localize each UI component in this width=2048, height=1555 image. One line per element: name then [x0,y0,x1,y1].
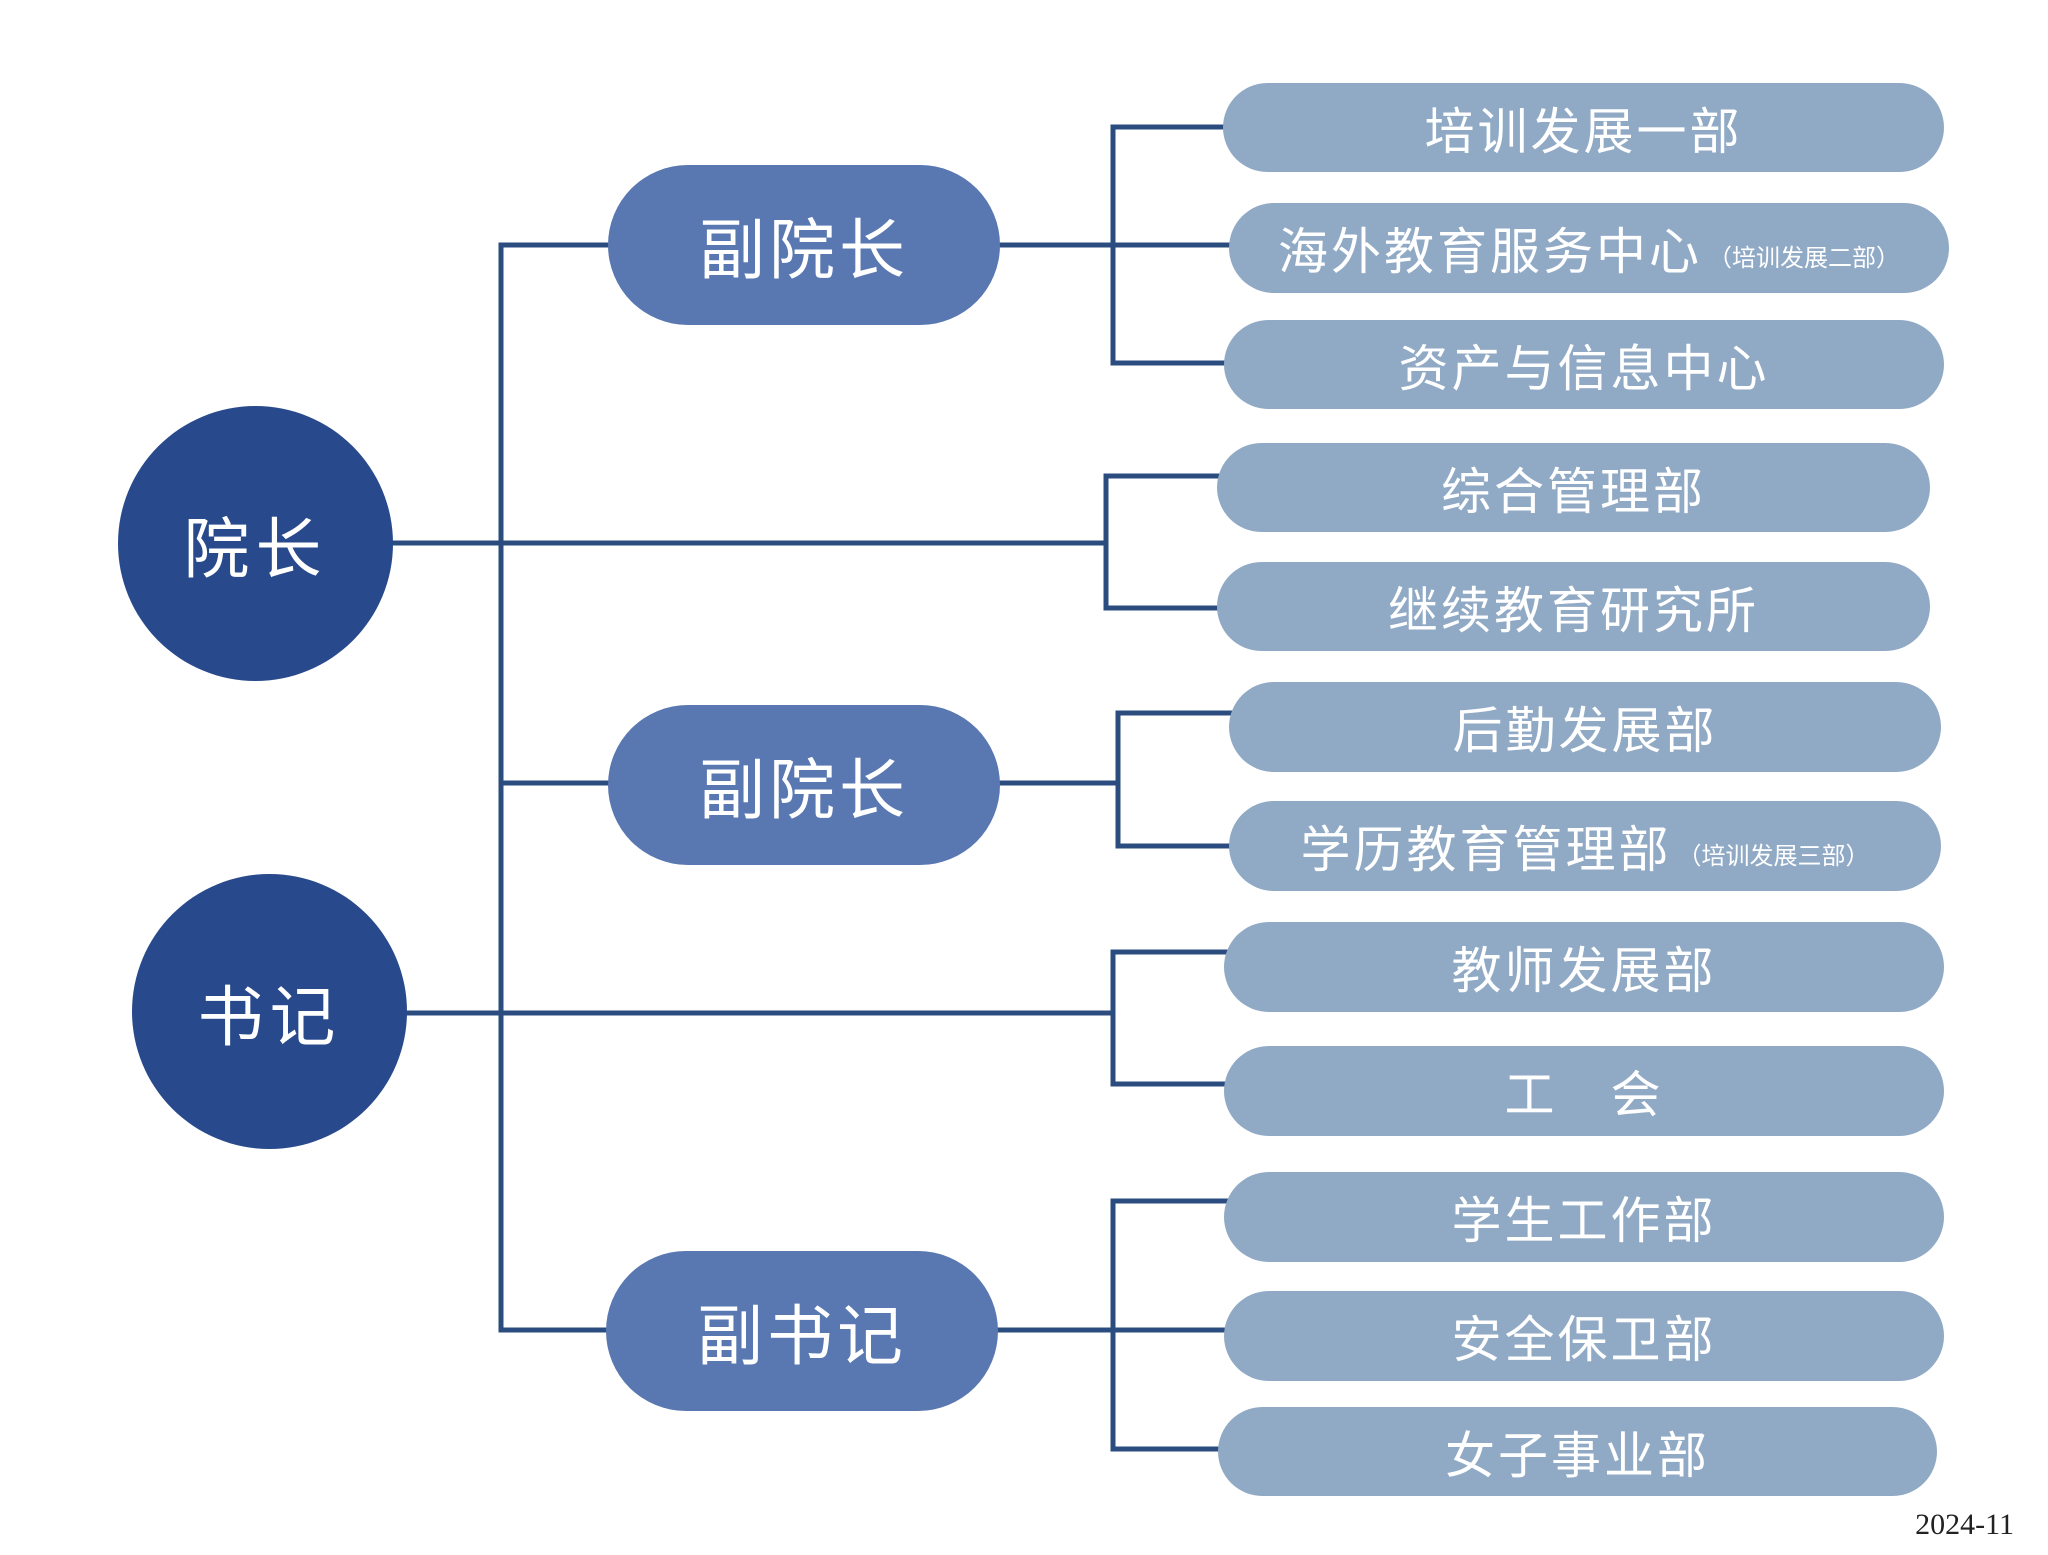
dept-labor-union[interactable]: 工 会 [1224,1046,1944,1136]
node-secretary[interactable]: 书记 [132,874,407,1149]
node-deputy-secretary-label: 副书记 [697,1298,907,1375]
dept-student-affairs[interactable]: 学生工作部 [1224,1172,1944,1262]
dept-overseas-education-center[interactable]: 海外教育服务中心 （培训发展二部） [1229,203,1949,293]
dept-label: 学历教育管理部 [1300,821,1672,879]
dept-women-affairs[interactable]: 女子事业部 [1218,1407,1937,1496]
node-vice-president-1[interactable]: 副院长 [608,165,1000,325]
dept-label: 教师发展部 [1451,942,1717,1000]
dept-label: 综合管理部 [1441,462,1706,521]
dept-label: 培训发展一部 [1424,102,1743,161]
node-vice-president-1-label: 副院长 [699,212,909,289]
node-deputy-secretary[interactable]: 副书记 [606,1251,998,1411]
dept-note: （培训发展三部） [1677,841,1870,870]
dept-continuing-education-institute[interactable]: 继续教育研究所 [1217,562,1930,651]
dept-label: 海外教育服务中心 [1278,223,1702,281]
dept-label: 资产与信息中心 [1398,339,1770,398]
node-vice-president-2[interactable]: 副院长 [608,705,1000,865]
dept-academic-education-management[interactable]: 学历教育管理部 （培训发展三部） [1229,801,1941,891]
node-president[interactable]: 院长 [118,406,393,681]
dept-label: 安全保卫部 [1451,1311,1717,1369]
dept-assets-info-center[interactable]: 资产与信息中心 [1224,320,1944,409]
dept-label: 女子事业部 [1445,1426,1710,1485]
node-secretary-label: 书记 [197,978,342,1056]
dept-label: 工 会 [1504,1066,1664,1124]
dept-label: 后勤发展部 [1452,702,1718,760]
dept-general-management[interactable]: 综合管理部 [1217,443,1930,532]
dept-training-dev-1[interactable]: 培训发展一部 [1223,83,1944,172]
dept-teacher-development[interactable]: 教师发展部 [1224,922,1944,1012]
dept-logistics-development[interactable]: 后勤发展部 [1229,682,1941,772]
node-president-label: 院长 [183,510,328,588]
footer-date: 2024-11 [1915,1508,2014,1541]
dept-security[interactable]: 安全保卫部 [1224,1291,1944,1381]
node-vice-president-2-label: 副院长 [699,752,909,829]
dept-note: （培训发展二部） [1708,243,1900,272]
dept-label: 继续教育研究所 [1388,581,1759,640]
dept-label: 学生工作部 [1451,1192,1717,1250]
